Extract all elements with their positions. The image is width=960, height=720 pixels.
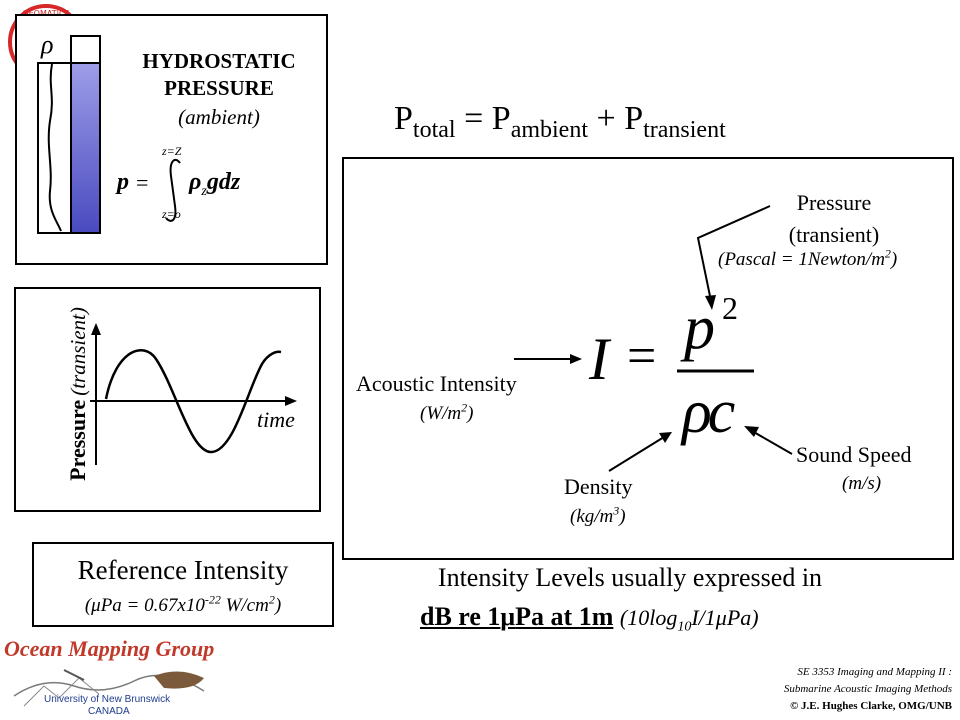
- reference-intensity-panel: Reference Intensity (μPa = 0.67x10-22 W/…: [32, 542, 334, 627]
- db-text: dB re 1: [420, 602, 501, 631]
- acoustic-unit-suffix: ): [467, 403, 474, 424]
- acoustic-intensity-unit: (W/m2): [420, 400, 474, 425]
- formula-rho: ρ: [682, 378, 712, 446]
- formula-end: Pa): [726, 605, 759, 630]
- integral-upper-limit: z=Z: [162, 144, 182, 158]
- wave-ylabel-sub: (transient): [66, 307, 90, 396]
- eq-p: p: [117, 169, 129, 195]
- pascal-sup: 2: [884, 246, 891, 261]
- footer-copyright: © J.E. Hughes Clarke, OMG/UNB: [790, 700, 952, 712]
- ref-mid: Pa = 0.67x10: [100, 595, 205, 616]
- integrand-z: z: [201, 183, 207, 199]
- eq-equals: =: [136, 170, 149, 195]
- eq-transient-p: P: [624, 100, 644, 137]
- footer-course: SE 3353 Imaging and Mapping II : Submari…: [784, 664, 952, 715]
- integral-lower-limit: z=o: [162, 207, 181, 221]
- density-unit: (kg/m3): [570, 503, 626, 528]
- acoustic-unit-prefix: (W/m: [420, 403, 462, 424]
- hydrostatic-panel: ρ HYDROSTATIC PRESSURE (ambient) p = z=Z…: [15, 14, 328, 265]
- levels-line1: Intensity Levels usually expressed in: [437, 563, 823, 592]
- db-formula: (10log10I/1μPa): [619, 605, 759, 634]
- seal-text: GEOMATICS: [22, 9, 69, 18]
- ref-open: (: [84, 595, 92, 616]
- logo-country: CANADA: [88, 706, 130, 717]
- formula-denominator: ρc: [682, 378, 735, 446]
- logo-university: University of New Brunswick: [44, 694, 171, 705]
- eq-plus: +: [596, 100, 616, 137]
- pascal-suffix: ): [890, 249, 898, 270]
- density-label: Density: [564, 474, 633, 499]
- eq-transient-sub: transient: [643, 116, 726, 143]
- formula-mid: I/1: [691, 605, 716, 630]
- sound-speed-label: Sound Speed: [796, 442, 912, 467]
- formula-prefix: (10log: [619, 605, 678, 630]
- integrand: ρzgdz: [189, 169, 241, 199]
- logo-title: Ocean Mapping Group: [4, 636, 215, 661]
- intensity-arrows: [514, 205, 793, 472]
- reference-unit: (μPa = 0.67x10-22 W/cm2): [34, 592, 332, 617]
- pressure-label-line2: (transient): [788, 222, 880, 247]
- water-column-figure: [37, 35, 101, 234]
- formula-p-exponent: 2: [722, 290, 738, 326]
- footer-line2: Submarine Acoustic Imaging Methods: [783, 683, 952, 695]
- hydrostatic-title: HYDROSTATIC PRESSURE: [129, 48, 309, 102]
- eq-total-sub: total: [412, 116, 456, 143]
- integrand-rho: ρ: [189, 169, 202, 195]
- intensity-panel: Pressure (transient) (Pascal = 1Newton/m…: [342, 157, 954, 560]
- formula-p: p: [684, 294, 715, 362]
- eq-ambient-sub: ambient: [510, 116, 588, 143]
- formula-I: I: [589, 326, 609, 392]
- db-mu: μ: [500, 602, 516, 631]
- hydrostatic-title-line1: HYDROSTATIC: [142, 49, 296, 73]
- pressure-label-line1: Pressure: [796, 190, 872, 215]
- formula-sub: 10: [677, 619, 692, 635]
- pressure-label: Pressure (transient): [764, 187, 904, 251]
- ref-sup: -22: [204, 592, 221, 607]
- ref-end: ): [274, 595, 282, 616]
- reference-title: Reference Intensity: [77, 555, 289, 585]
- acoustic-intensity-label: Acoustic Intensity: [356, 371, 517, 396]
- pascal-definition: (Pascal = 1Newton/m2): [718, 246, 898, 271]
- wave-xlabel: time: [257, 407, 295, 432]
- density-symbol: ρ: [41, 30, 54, 59]
- density-unit-suffix: ): [619, 506, 626, 527]
- db-rest: Pa at 1m: [515, 602, 614, 631]
- eq-total-p: P: [394, 100, 413, 137]
- hydrostatic-title-line2: PRESSURE: [164, 76, 274, 100]
- ref-mu: μ: [91, 595, 101, 616]
- formula-c: c: [707, 378, 735, 446]
- levels-line2: dB re 1μPa at 1m (10log10I/1μPa): [420, 602, 759, 634]
- seafloor-logo-icon: [13, 669, 205, 707]
- sine-wave-plot: [90, 323, 297, 465]
- eq-total-equals: =: [464, 100, 484, 137]
- ocean-mapping-group-logo: Ocean Mapping Group University of New Br…: [4, 636, 234, 720]
- wave-ylabel: Pressure (transient): [65, 294, 91, 494]
- db-reference: dB re 1μPa at 1m: [420, 602, 613, 631]
- integral-sign-icon: [165, 158, 181, 222]
- hydrostatic-subtitle: (ambient): [178, 105, 260, 129]
- pascal-prefix: (Pascal = 1Newton/m: [718, 249, 885, 270]
- sound-speed-unit: (m/s): [842, 473, 882, 494]
- integrand-gdz: gdz: [206, 169, 241, 195]
- eq-ambient-p: P: [491, 100, 511, 137]
- wave-ylabel-main: Pressure: [65, 399, 90, 481]
- ref-rest: W/cm: [220, 595, 269, 616]
- formula-equals: =: [627, 328, 657, 385]
- formula-mu: μ: [715, 605, 727, 630]
- transient-wave-panel: Pressure (transient) time: [14, 287, 321, 512]
- acoustic-unit-sup: 2: [461, 400, 468, 415]
- ref-sup2: 2: [268, 592, 275, 607]
- density-unit-prefix: (kg/m: [570, 506, 614, 527]
- footer-line1: SE 3353 Imaging and Mapping II :: [797, 666, 952, 678]
- density-unit-sup: 3: [613, 503, 620, 518]
- total-pressure-equation: Ptotal = Pambient + Ptransient: [394, 100, 726, 142]
